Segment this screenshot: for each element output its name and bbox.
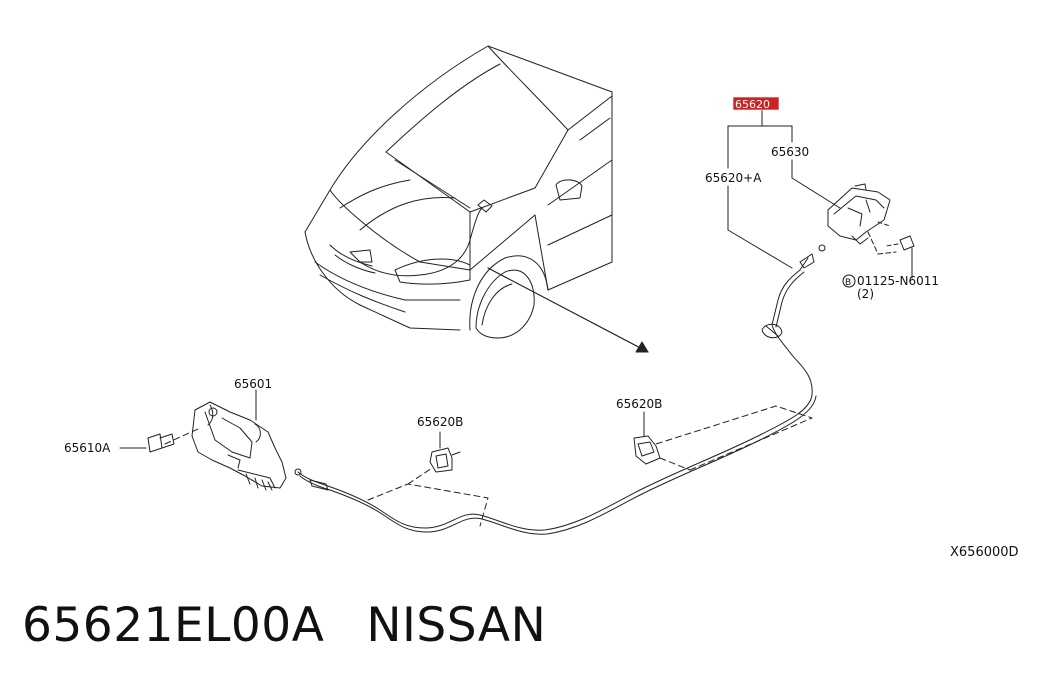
label-handle: 65630: [771, 145, 809, 159]
clip-left-part: [367, 431, 489, 527]
release-handle-part: [827, 183, 915, 279]
label-cable: 65620+A: [705, 171, 762, 185]
label-lock-bolt: 65610A: [64, 441, 111, 455]
release-cable: [294, 244, 826, 535]
part-caption: 65621EL00A NISSAN: [22, 598, 546, 653]
label-bolt-qty: (2): [857, 287, 874, 301]
label-clip-left: 65620B: [417, 415, 463, 429]
part-number: 65621EL00A: [22, 598, 325, 653]
hood-lock-part: [119, 389, 287, 491]
label-bolt: 01125-N6011: [857, 274, 939, 288]
bolt-marker-circle: [842, 274, 856, 288]
label-clip-right: 65620B: [616, 397, 662, 411]
bracket-leaders: [727, 109, 841, 269]
label-figure-code: X656000D: [950, 545, 1019, 560]
car-illustration: [304, 45, 649, 353]
label-bolt-marker: B: [845, 278, 851, 288]
brand-name: NISSAN: [366, 598, 547, 653]
clip-right-part: [633, 405, 813, 471]
label-assembly: 65620: [735, 98, 770, 111]
highlight-box: [732, 96, 780, 111]
label-lock: 65601: [234, 377, 272, 391]
